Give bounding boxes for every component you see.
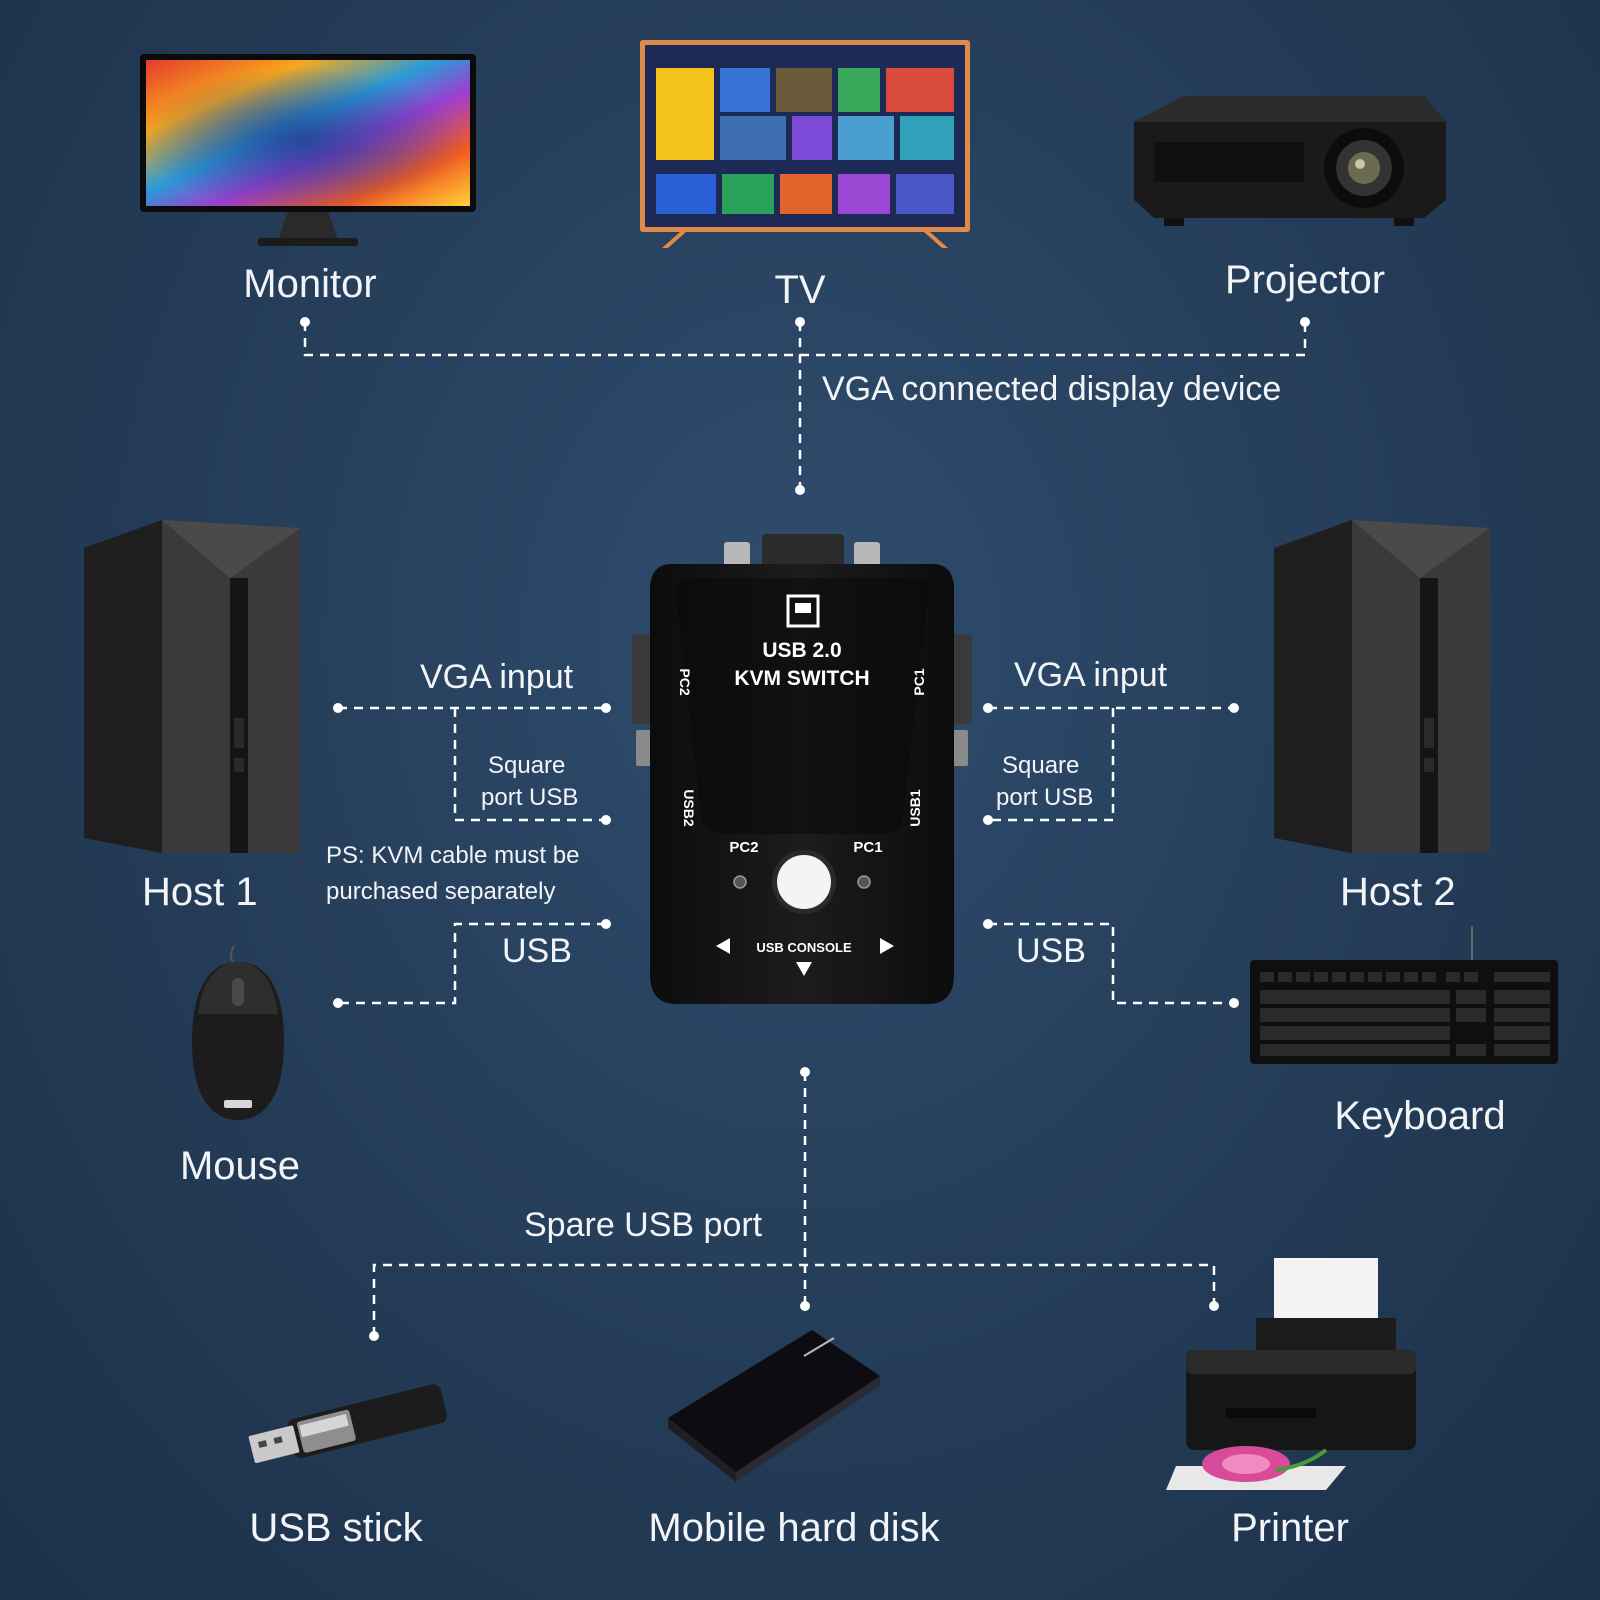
spare-bus-line [372,1263,1216,1336]
spare-usb-port-label: Spare USB port [524,1206,763,1244]
tv-label: TV [774,268,826,312]
host1-tower-illustration [84,520,300,853]
display-connection-label: VGA connected display device [822,370,1282,408]
node-dot [1209,1301,1219,1311]
vga-input-left-label: VGA input [420,658,574,696]
usb-right-label: USB [1016,932,1086,970]
square-usb-left-label-1: Square [488,752,566,779]
node-dot [800,1067,810,1077]
node-dot [983,919,993,929]
kvm-pc1-side-label: PC1 [911,668,927,695]
node-dot [795,317,805,327]
node-dot [601,815,611,825]
kvm-switch-illustration: USB 2.0 KVM SWITCH PC2 PC1 USB2 USB1 PC2… [632,534,972,1004]
node-dot [1229,703,1239,713]
ps-note-line2: purchased separately [326,878,556,905]
usb-left-label: USB [502,932,572,970]
printer-illustration [1166,1258,1416,1490]
node-dot [601,703,611,713]
kvm-usb1-label: USB1 [907,789,923,827]
node-dot [795,485,805,495]
hard-disk-illustration [668,1330,880,1482]
node-dot [1300,317,1310,327]
host1-label: Host 1 [142,870,258,914]
node-dot [333,703,343,713]
keyboard-illustration [1250,926,1558,1064]
node-dot [800,1301,810,1311]
projector-label: Projector [1224,258,1386,302]
ps-note-line1: PS: KVM cable must be [326,842,580,869]
node-dot [983,815,993,825]
hard-disk-label: Mobile hard disk [648,1506,940,1550]
node-dot [601,919,611,929]
printer-label: Printer [1231,1506,1349,1550]
node-dot [300,317,310,327]
kvm-title-line2: KVM SWITCH [734,667,869,690]
host2-tower-illustration [1274,520,1490,853]
node-dot [333,998,343,1008]
square-usb-right-label-2: port USB [996,784,1094,811]
keyboard-label: Keyboard [1334,1094,1506,1138]
mouse-label: Mouse [179,1144,301,1188]
usb-stick-illustration [248,1384,447,1464]
tv-illustration [640,40,970,248]
usb-stick-label: USB stick [249,1506,423,1550]
usb-left-line [338,922,606,1005]
mouse-illustration [192,945,284,1120]
monitor-label: Monitor [243,262,377,306]
kvm-console-label: USB CONSOLE [756,940,852,955]
square-left-line [453,708,606,822]
square-usb-left-label-2: port USB [481,784,579,811]
kvm-pc2-side-label: PC2 [677,668,693,695]
kvm-pc1-label: PC1 [853,839,882,856]
kvm-pc2-label: PC2 [729,839,758,856]
square-usb-right-label-1: Square [1002,752,1080,779]
usb-right-line [988,922,1234,1005]
monitor-illustration [140,54,476,246]
node-dot [369,1331,379,1341]
node-dot [1229,998,1239,1008]
square-right-line [988,708,1115,822]
node-dot [983,703,993,713]
display-bus-line [303,322,1307,357]
kvm-usb2-label: USB2 [681,789,697,827]
host2-label: Host 2 [1340,870,1456,914]
vga-input-right-label: VGA input [1014,656,1168,694]
projector-illustration [1134,96,1446,226]
kvm-title-line1: USB 2.0 [762,639,841,662]
